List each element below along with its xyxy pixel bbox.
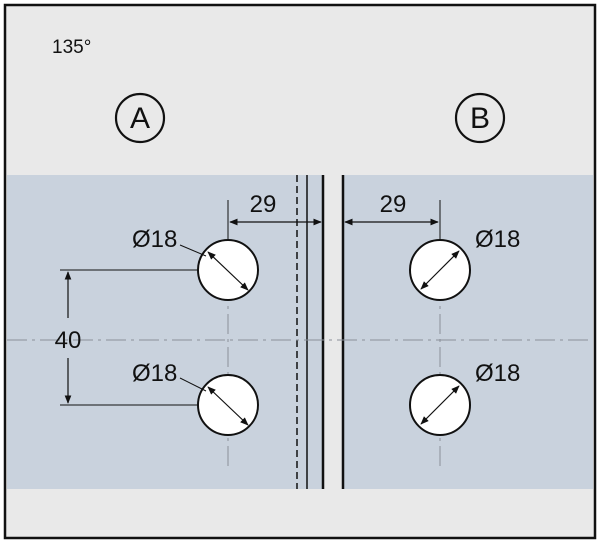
hole-b-bottom	[409, 374, 471, 436]
edge-distance-a-label: 29	[250, 191, 277, 218]
panel-b-label: B	[470, 102, 490, 135]
panel-a-badge	[114, 92, 166, 144]
angle-label: 135°	[52, 37, 91, 58]
glass-panel-a	[7, 175, 323, 489]
hole-a-bottom-diameter: Ø18	[132, 360, 177, 387]
edge-distance-b-label: 29	[380, 191, 407, 218]
hole-b-top-diameter: Ø18	[475, 226, 520, 253]
glass-panel-b	[343, 175, 593, 489]
panel-b-badge	[454, 92, 506, 144]
hole-a-bottom	[179, 374, 259, 436]
hole-b-top	[409, 239, 471, 301]
panel-a-label: A	[130, 102, 150, 135]
hole-a-top-diameter: Ø18	[132, 226, 177, 253]
hole-a-top	[179, 239, 259, 301]
hole-spacing-label: 40	[55, 327, 82, 354]
hole-b-bottom-diameter: Ø18	[475, 360, 520, 387]
